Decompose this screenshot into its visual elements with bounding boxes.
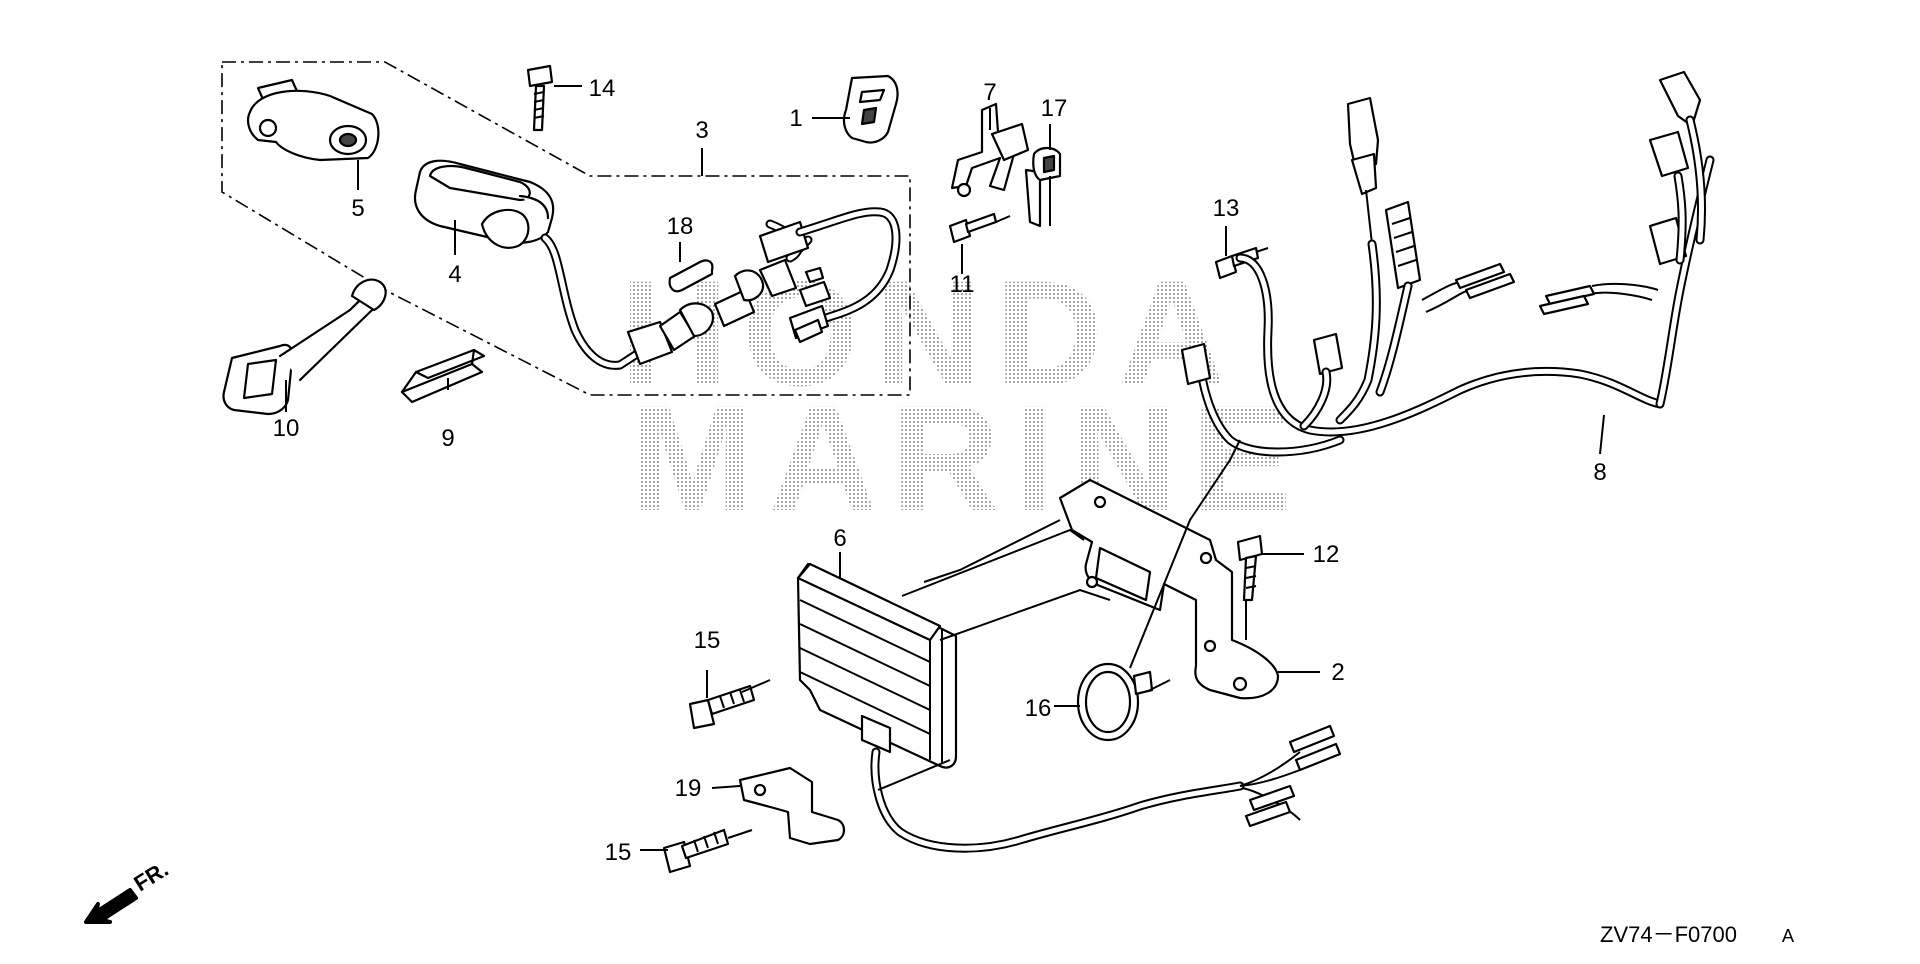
watermark-line-2: MARINE — [630, 374, 1306, 542]
callout-7: 7 — [983, 79, 996, 106]
part-4-switch[interactable] — [413, 159, 555, 249]
part-3-harness[interactable] — [540, 207, 901, 370]
part-17-clip[interactable] — [1032, 146, 1062, 182]
callout-8: 8 — [1593, 459, 1606, 486]
part-8-main-harness[interactable] — [1180, 70, 1715, 457]
leader-lines — [285, 85, 1605, 851]
watermark-line-1: HONDA — [620, 249, 1240, 417]
front-direction-indicator: FR. — [84, 856, 173, 924]
part-6-regulator[interactable] — [796, 562, 1342, 853]
callout-17: 17 — [1041, 95, 1068, 122]
callout-13: 13 — [1213, 195, 1240, 222]
callout-3: 3 — [695, 117, 708, 144]
part-12-bolt[interactable] — [1236, 534, 1264, 602]
part-7-bracket[interactable] — [950, 102, 1042, 228]
part-19-bracket[interactable] — [738, 766, 846, 846]
callouts: 1 2 3 4 5 6 7 8 9 10 11 12 13 14 15 15 1… — [273, 75, 1607, 866]
callout-9: 9 — [441, 425, 454, 452]
part-15-bolt-upper[interactable] — [688, 684, 756, 730]
callout-4: 4 — [448, 261, 461, 288]
figure-code-suffix: A — [1782, 926, 1794, 946]
callout-6: 6 — [833, 525, 846, 552]
front-label: FR. — [129, 856, 172, 896]
callout-10: 10 — [273, 415, 300, 442]
part-9-plate[interactable] — [400, 348, 486, 404]
callout-11: 11 — [950, 271, 975, 298]
front-arrow-icon — [84, 888, 138, 924]
part-11-bolt[interactable] — [948, 212, 998, 244]
callout-19: 19 — [675, 775, 702, 802]
part-2-bracket[interactable] — [1058, 478, 1280, 700]
part-14-bolt[interactable] — [526, 64, 554, 132]
watermark: HONDA MARINE — [620, 249, 1306, 542]
callout-5: 5 — [351, 195, 364, 222]
callout-16: 16 — [1025, 695, 1052, 722]
figure-code: ZV74－F0700 A — [1600, 922, 1794, 947]
part-15-bolt-lower[interactable] — [662, 828, 730, 874]
part-1-grommet[interactable] — [842, 74, 899, 144]
extension-lines — [727, 176, 1269, 839]
callout-15-upper: 15 — [694, 627, 721, 654]
part-16-clamp[interactable] — [1076, 662, 1154, 742]
callout-2: 2 — [1331, 659, 1344, 686]
callout-14: 14 — [589, 75, 616, 102]
part-5-connector[interactable] — [247, 78, 380, 162]
callout-1: 1 — [789, 105, 802, 132]
part-10-cover[interactable] — [222, 278, 387, 416]
part-18-pin[interactable] — [668, 259, 714, 293]
callout-18: 18 — [667, 213, 694, 240]
callout-12: 12 — [1313, 541, 1340, 568]
kit-group-outline — [221, 61, 911, 396]
figure-code-text: ZV74－F0700 — [1600, 922, 1737, 947]
callout-15-lower: 15 — [605, 839, 632, 866]
